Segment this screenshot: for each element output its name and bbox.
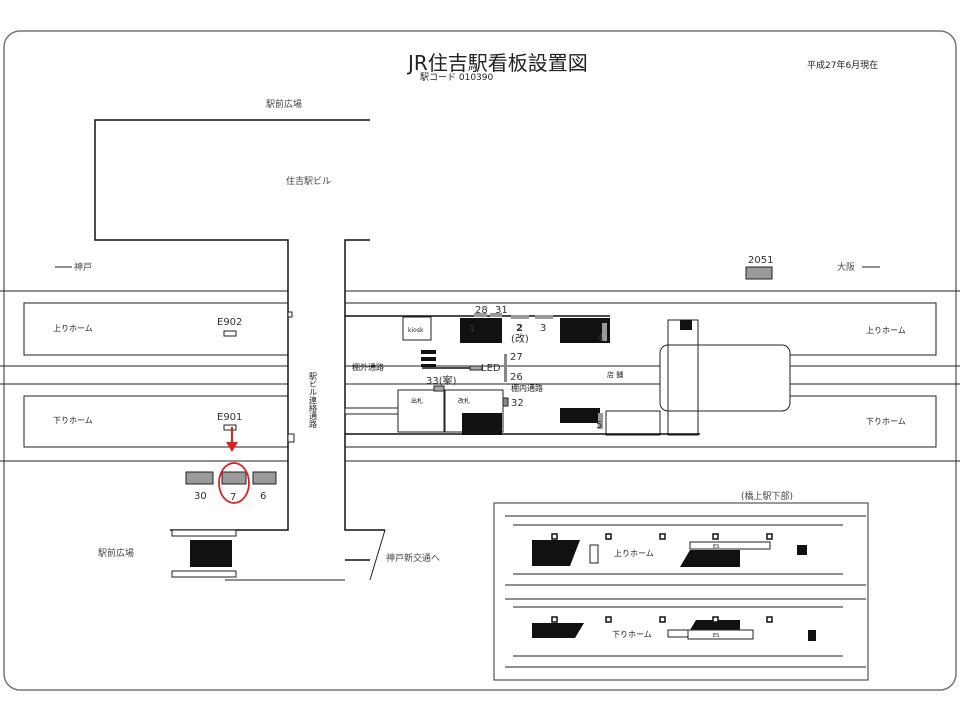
to-kobe-new-transit-label: 神戸新交通へ bbox=[386, 552, 440, 564]
sign-32: 32 bbox=[511, 398, 524, 409]
map-title: JR住吉駅看板設置図 bbox=[406, 51, 588, 75]
station-code: 駅コード 010390 bbox=[420, 72, 493, 83]
sign-26: 26 bbox=[510, 372, 523, 383]
inset-down-platform-label: 下りホーム bbox=[612, 630, 652, 639]
south-signs bbox=[185, 471, 277, 485]
inset-es-up: ES bbox=[713, 544, 719, 550]
kobe-direction: 神戸 bbox=[74, 261, 92, 273]
sign-e901-label: E901 bbox=[217, 412, 242, 423]
as-of-date: 平成27年6月現在 bbox=[807, 59, 878, 71]
inside-gate-passage-label: 棚内通路 bbox=[511, 383, 543, 393]
south-stairs bbox=[171, 529, 386, 581]
down-platform-west bbox=[23, 395, 288, 448]
kiosk-label: kiosk bbox=[408, 327, 424, 334]
sign-1: 1 bbox=[469, 324, 475, 335]
down-platform-label-east: 下りホーム bbox=[866, 417, 906, 426]
sign-7: 7 bbox=[230, 492, 236, 503]
sign-e902-label: E902 bbox=[217, 317, 242, 328]
sign-3: 3 bbox=[540, 323, 546, 334]
led-label: LED bbox=[481, 363, 501, 374]
station-square-bottom-label: 駅前広場 bbox=[98, 547, 134, 559]
sign-27: 27 bbox=[510, 352, 523, 363]
up-platform-east bbox=[345, 302, 937, 356]
inset-title: (橋上駅下部) bbox=[741, 490, 793, 502]
ticket-gate-label: 改札 bbox=[458, 397, 470, 405]
sign-30: 30 bbox=[194, 491, 207, 502]
outside-gate-passage-label: 棚外通路 bbox=[352, 362, 384, 372]
sign-e902 bbox=[223, 330, 237, 337]
sign-2-note: (改) bbox=[511, 332, 529, 345]
down-platform-east bbox=[345, 395, 937, 448]
sign-5: 5 bbox=[596, 420, 602, 431]
sign-31: 31 bbox=[495, 305, 508, 316]
track-lines bbox=[0, 290, 960, 462]
inset-under-bridge bbox=[493, 502, 869, 681]
sign-2: 2 bbox=[516, 323, 523, 334]
exit-gate-label: 出札 bbox=[411, 397, 423, 405]
sign-2051 bbox=[745, 266, 773, 280]
sign-2051-label: 2051 bbox=[748, 255, 773, 266]
inset-up-platform-label: 上りホーム bbox=[614, 549, 654, 558]
down-platform-label-west: 下りホーム bbox=[53, 416, 93, 425]
osaka-direction: 大阪 bbox=[837, 261, 855, 273]
pillar bbox=[287, 433, 295, 443]
sign-33: 33(案) bbox=[426, 374, 457, 387]
concourse bbox=[344, 313, 791, 436]
sign-28: 28 bbox=[475, 305, 488, 316]
highlight-circle bbox=[218, 462, 250, 504]
station-building-label: 住吉駅ビル bbox=[286, 175, 331, 187]
inset-es-down: ES bbox=[713, 633, 719, 639]
station-square-top-label: 駅前広場 bbox=[266, 98, 302, 110]
connecting-passage-label: 駅ビル連絡通路 bbox=[309, 372, 318, 428]
up-platform-west bbox=[23, 302, 288, 356]
sign-6: 6 bbox=[260, 491, 266, 502]
pillar bbox=[287, 311, 293, 318]
shop-label: 店 舗 bbox=[607, 370, 623, 379]
sign-4: 4 bbox=[597, 333, 603, 344]
sign-e901 bbox=[223, 424, 237, 431]
station-building-outline bbox=[94, 119, 385, 531]
highlight-arrow-icon bbox=[226, 427, 238, 452]
up-platform-label-west: 上りホーム bbox=[53, 324, 93, 333]
up-platform-label-east: 上りホーム bbox=[866, 326, 906, 335]
